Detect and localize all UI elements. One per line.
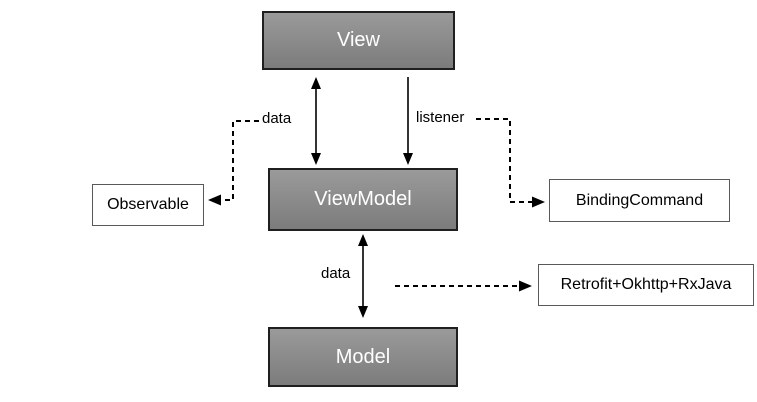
edge-label-listener: listener: [416, 109, 465, 126]
edge-label-data-viewmodel-model: data: [321, 265, 351, 282]
node-model: Model: [268, 327, 458, 387]
edge-label-data-view-viewmodel: data: [262, 110, 292, 127]
node-view-label: View: [337, 29, 380, 51]
node-model-label: Model: [335, 345, 391, 368]
node-retrofit-okhttp-rxjava-label: Retrofit+Okhttp+RxJava: [560, 276, 732, 293]
dashed-connector-listener-bindingcommand: [476, 118, 545, 208]
dashed-connector-data-retrofit: [395, 280, 532, 292]
node-retrofit-okhttp-rxjava: Retrofit+Okhttp+RxJava: [538, 264, 754, 306]
arrow-view-viewmodel-data: [311, 77, 321, 165]
node-view: View: [262, 11, 455, 70]
node-observable-label: Observable: [107, 196, 189, 213]
arrow-viewmodel-model-data: [358, 234, 368, 318]
node-viewmodel-label: ViewModel: [314, 188, 412, 210]
dashed-connector-data-observable: [208, 120, 259, 206]
node-observable: Observable: [92, 184, 204, 226]
node-bindingcommand-label: BindingCommand: [575, 191, 704, 209]
node-bindingcommand: BindingCommand: [549, 179, 730, 222]
arrow-view-viewmodel-listener: [403, 77, 413, 165]
node-viewmodel: ViewModel: [268, 168, 458, 231]
